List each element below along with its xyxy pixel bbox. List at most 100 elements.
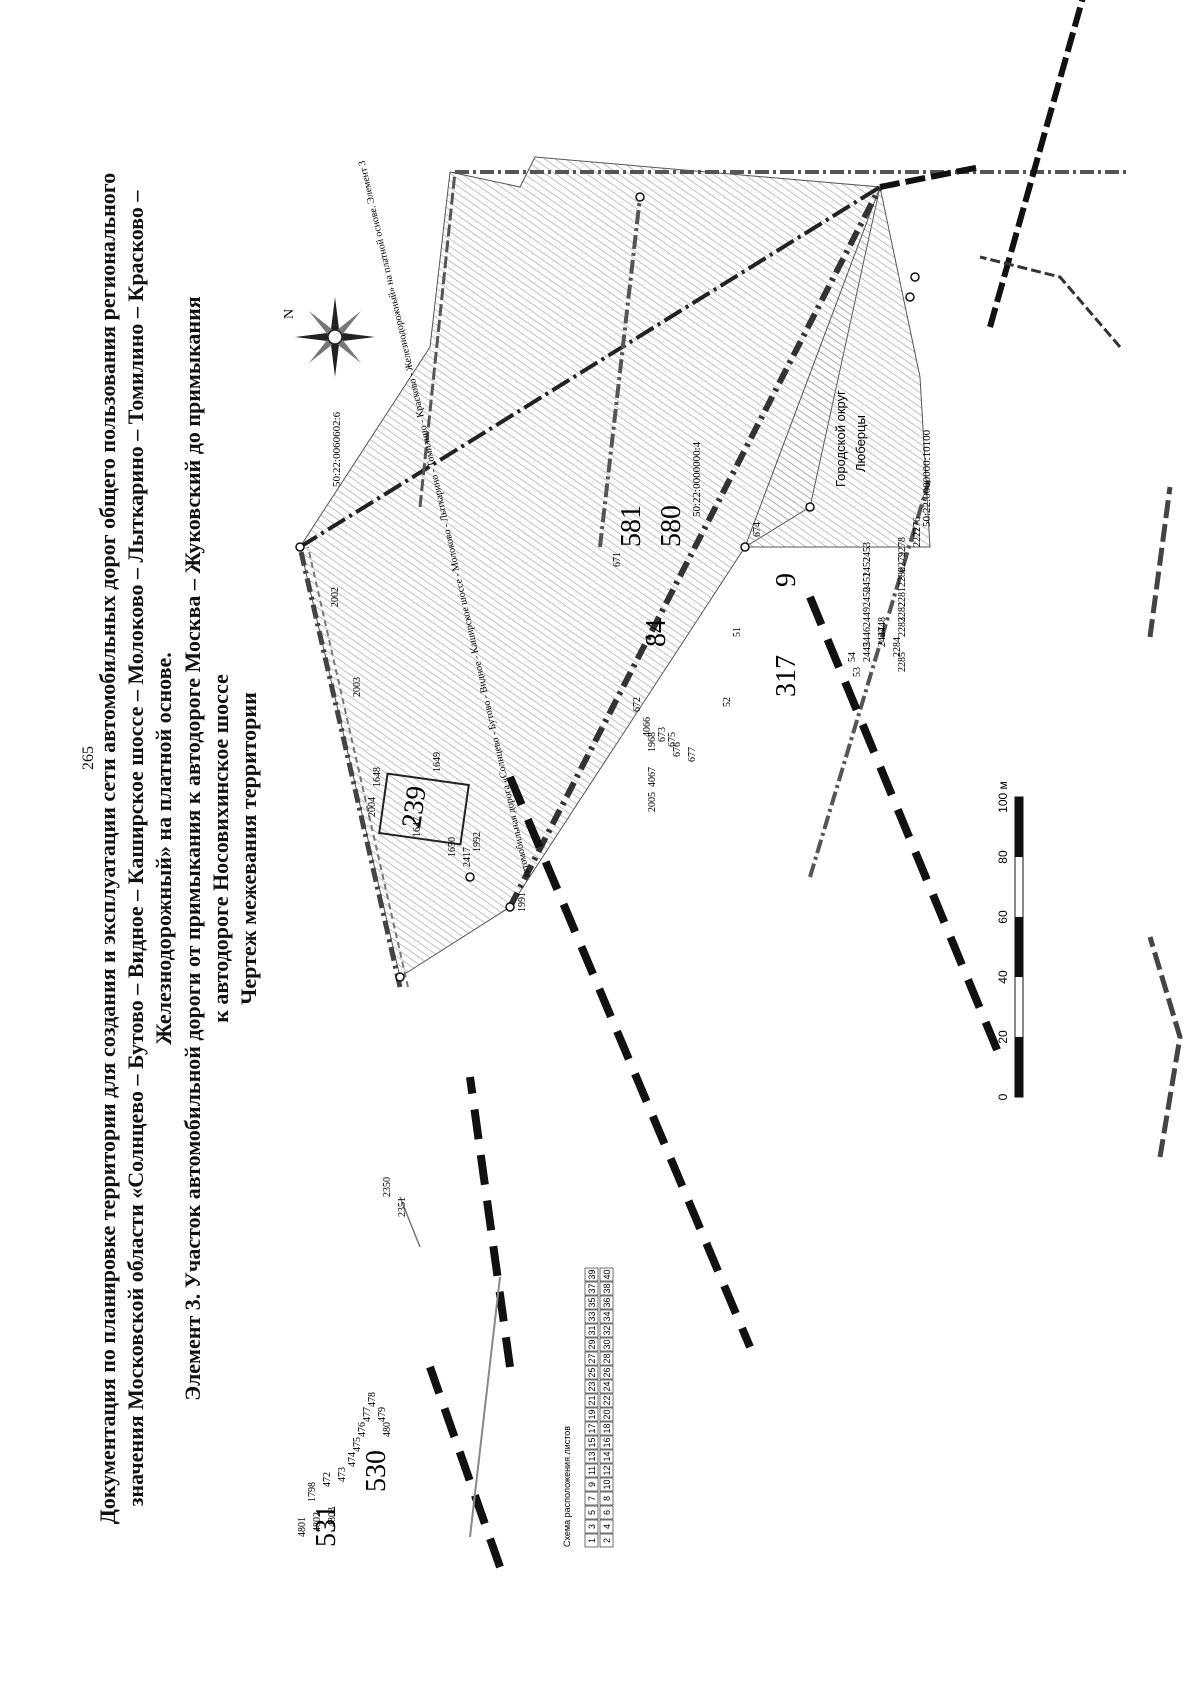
point-label: 672 (632, 697, 643, 712)
compass-north-label: N (282, 309, 297, 319)
sheet-index-number: 39 (587, 1269, 597, 1279)
sheet-index-number: 8 (602, 1496, 612, 1501)
sheet-index-number: 12 (602, 1465, 612, 1475)
sheet-index-cell (584, 1407, 599, 1422)
sheet-index-number: 18 (602, 1423, 612, 1433)
sheet-index-cell (584, 1393, 599, 1408)
point-label: 475 (352, 1437, 363, 1452)
sheet-index-cell (584, 1351, 599, 1366)
sheet-index-cell (599, 1379, 614, 1394)
point-label: 676 (672, 742, 683, 757)
sheet-index-cell (599, 1393, 614, 1408)
sheet-index-cell (584, 1505, 599, 1520)
sheet-index-number: 33 (587, 1311, 597, 1321)
point-label: 1992 (472, 832, 483, 852)
sheet-index-number: 34 (602, 1311, 612, 1321)
sheet-index-cell (599, 1463, 614, 1478)
sheet-index-number: 35 (587, 1297, 597, 1307)
sheet-index-cell (599, 1519, 614, 1534)
sheet-index-cell (584, 1379, 599, 1394)
sheet-index-cell (584, 1337, 599, 1352)
sheet-index-number: 20 (602, 1409, 612, 1419)
point-label: 1798 (307, 1482, 318, 1502)
sheet-index-number: 26 (602, 1367, 612, 1377)
sheet-index-number: 24 (602, 1381, 612, 1391)
point-label: 2279 (897, 552, 908, 572)
sheet-index-cell (599, 1407, 614, 1422)
sheet-index-number: 29 (587, 1339, 597, 1349)
sheet-index-number: 16 (602, 1437, 612, 1447)
sheet-index-cell (584, 1491, 599, 1506)
sheet-index-cell (584, 1323, 599, 1338)
point-label: 2280 (897, 567, 908, 587)
sheet-index-number: 25 (587, 1367, 597, 1377)
sheet-index-number: 37 (587, 1283, 597, 1293)
point-label: 675 (667, 732, 678, 747)
point-label: 673 (657, 727, 668, 742)
sheet-index-cell (599, 1491, 614, 1506)
sheet-index-number: 2 (602, 1538, 612, 1543)
sheet-index-number: 4 (602, 1524, 612, 1529)
point-label: 2276 (912, 517, 923, 537)
sheet-index-number: 1 (587, 1538, 597, 1543)
sheet-index-cell (584, 1295, 599, 1310)
point-label: 1647 (412, 817, 423, 837)
area-label-9: 9 (771, 573, 802, 587)
sheet-index-cell (584, 1435, 599, 1450)
scale-tick-label: 20 (996, 1030, 1010, 1044)
point-label: 474 (347, 1452, 358, 1467)
scale-bar: 0 20 40 60 80 100 м (996, 781, 1024, 1100)
point-label: 2452 (862, 557, 873, 577)
sheet-index-title: Схема расположения листов (562, 1426, 572, 1547)
area-label-530: 530 (361, 1450, 392, 1492)
cadastral-code-2: 50:22:0000000:4 (691, 441, 703, 517)
sheet-index-number: 31 (587, 1325, 597, 1335)
scale-tick-label: 100 м (996, 781, 1010, 813)
sheet-index-number: 28 (602, 1353, 612, 1363)
point-label: 1648 (372, 767, 383, 787)
point-label: 2277 (912, 527, 923, 547)
scale-tick-label: 80 (996, 850, 1010, 864)
boundary-points (295, 192, 920, 982)
sheet-index-cell (599, 1421, 614, 1436)
point-label: 4066 (642, 717, 653, 737)
point-label: 2453 (862, 542, 873, 562)
point-label: 2417 (462, 847, 473, 867)
point-label: 478 (367, 1392, 378, 1407)
point-label: 2350 (382, 1177, 393, 1197)
sheet-index-number: 14 (602, 1451, 612, 1461)
point-label: 472 (322, 1472, 333, 1487)
point-label: 2451 (862, 572, 873, 592)
north-arrow-icon (295, 297, 375, 377)
point-label: 1650 (447, 837, 458, 857)
point-label: 52 (722, 697, 733, 707)
point-label: 2003 (352, 677, 363, 697)
district-label-line-2: Люберцы (853, 415, 868, 472)
sheet-index-number: 36 (602, 1297, 612, 1307)
scale-tick-label: 60 (996, 910, 1010, 924)
point-label: 1968 (647, 732, 658, 752)
point-label: 2285 (897, 652, 908, 672)
hatched-area-south (744, 185, 931, 548)
point-labels: 2002 2003 2004 2005 4067 1968 676 677 67… (297, 517, 923, 1537)
point-label: 674 (752, 522, 763, 537)
sheet-index-cell (599, 1295, 614, 1310)
sheet-index-number: 17 (587, 1423, 597, 1433)
sheet-index-cell (599, 1309, 614, 1324)
sheet-index-number: 11 (587, 1466, 597, 1475)
parcel-239-outline (378, 772, 470, 846)
sheet-index-number: 15 (587, 1437, 597, 1447)
point-label: 476 (357, 1422, 368, 1437)
district-label-line-1: Городской округ (833, 390, 848, 487)
sheet-index-cell (599, 1337, 614, 1352)
hatched-area-main (299, 156, 881, 978)
sheet-index-cell (584, 1309, 599, 1324)
point-label: 4803 (327, 1507, 338, 1527)
point-label: 2445 (862, 642, 873, 662)
sheet-index-number: 40 (602, 1269, 612, 1279)
point-label: 2278 (897, 537, 908, 557)
sheet-index-number: 13 (587, 1451, 597, 1461)
sheet-index-number: 7 (587, 1496, 597, 1501)
point-label: 2282 (897, 602, 908, 622)
point-label: 2284 (892, 637, 903, 657)
